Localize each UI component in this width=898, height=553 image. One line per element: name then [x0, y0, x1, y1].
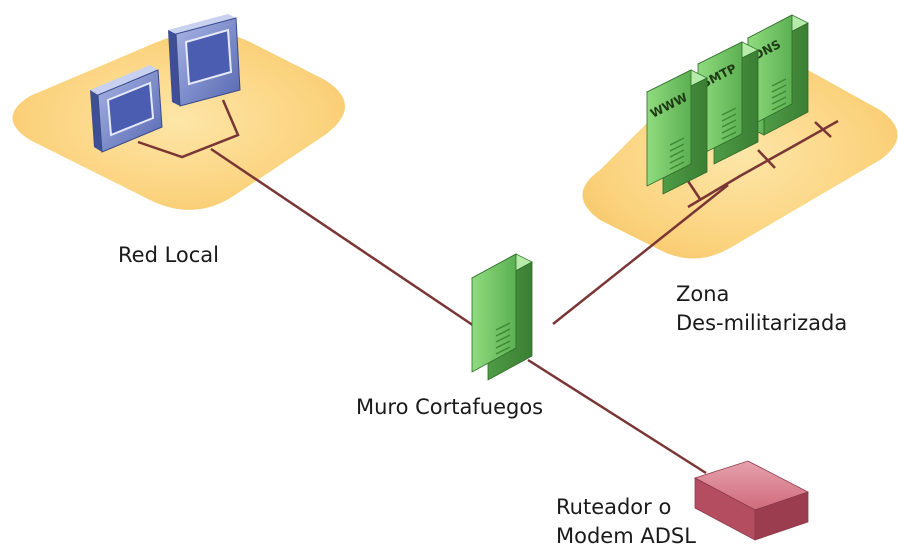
local-network-zone [12, 31, 345, 210]
router-icon [693, 460, 810, 541]
network-links [137, 99, 839, 475]
www-server-icon: WWW [646, 69, 708, 195]
dmz-label-line1: Zona [676, 282, 730, 306]
monitor-icon [168, 14, 241, 107]
firewall-server-icon [471, 253, 533, 381]
router-label-line1: Ruteador o [556, 495, 672, 519]
dmz-label-line2: Des-militarizada [676, 311, 848, 335]
local-network-label: Red Local [118, 243, 220, 267]
monitor-icon [90, 65, 163, 153]
router-label-line2: Modem ADSL [556, 524, 696, 548]
firewall-label: Muro Cortafuegos [356, 395, 544, 419]
dmz-zone [582, 51, 898, 259]
